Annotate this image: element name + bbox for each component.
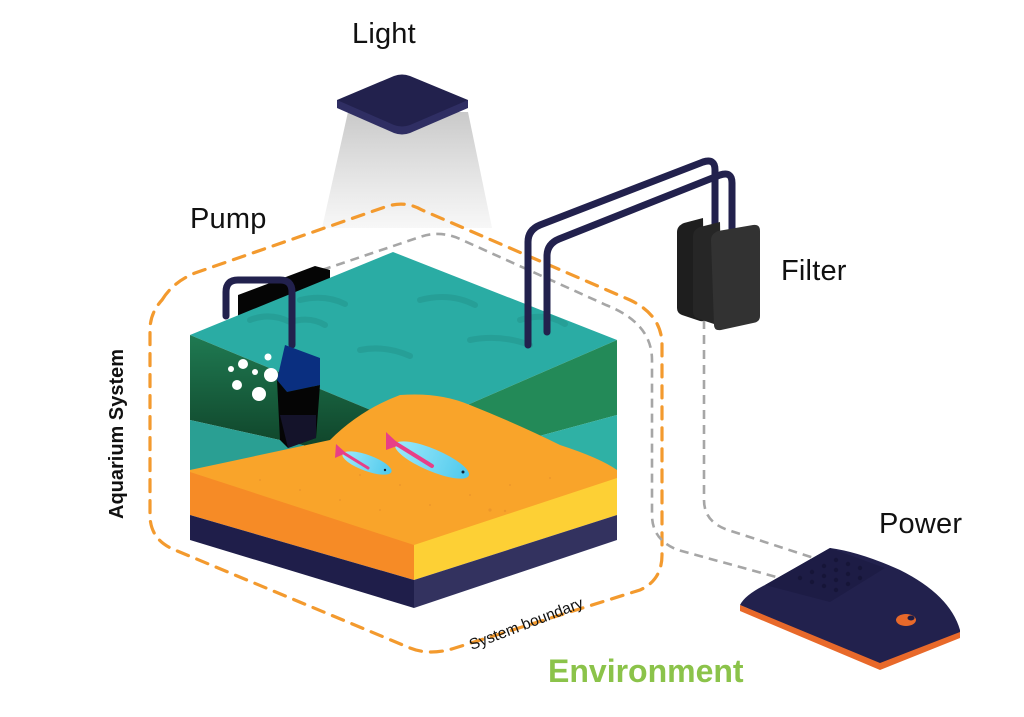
filter-tube-1 (524, 157, 719, 349)
air-bubbles (228, 353, 278, 401)
filter-power-cable (702, 320, 821, 562)
tank-base-left (190, 515, 414, 608)
filter-unit (677, 218, 760, 331)
tank-water-surface (190, 252, 617, 428)
filter-tube-2 (543, 170, 736, 336)
system-boundary (148, 202, 664, 654)
pump-tube (222, 276, 296, 349)
light-fixture (337, 74, 468, 135)
sand-left-face (190, 472, 414, 580)
environment-label: Environment (548, 653, 744, 689)
sand-right-face (414, 478, 617, 580)
pump-label: Pump (190, 203, 267, 235)
fish-large (386, 432, 470, 479)
aquarium-system-label: Aquarium System (106, 348, 128, 519)
pump-power-cable (321, 232, 781, 580)
light-label: Light (352, 18, 416, 50)
pump-back-unit (238, 266, 330, 318)
power-label: Power (879, 508, 963, 540)
power-unit (740, 548, 960, 670)
filter-label: Filter (781, 255, 847, 287)
fish-small (335, 444, 392, 475)
light-beam (322, 112, 492, 228)
tank-base-right (414, 515, 617, 608)
pump-body (277, 345, 320, 448)
